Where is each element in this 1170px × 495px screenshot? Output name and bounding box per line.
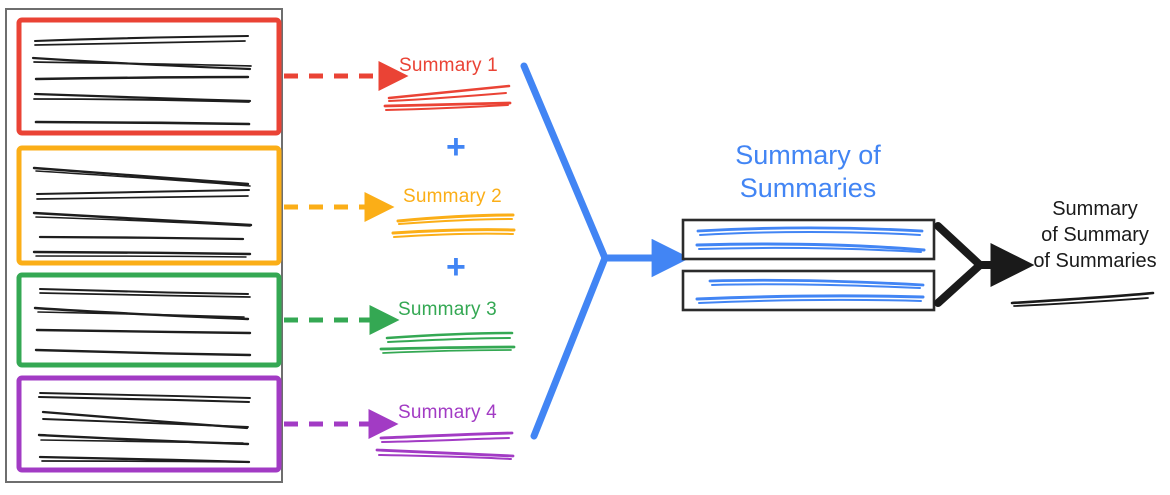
arrow-sos-to-final (934, 222, 1035, 307)
plus-operator-2: + (446, 248, 466, 286)
sos-box-1-scribble (695, 226, 926, 253)
chunk-box-4[interactable] (16, 375, 282, 473)
sos-box-2-scribble (695, 278, 925, 304)
sos-box-2[interactable] (681, 269, 936, 312)
final-title-line-1: Summary (1052, 198, 1138, 220)
final-summary-title: Summary of Summary of Summaries (1000, 196, 1170, 274)
chunk-box-1[interactable] (16, 17, 282, 136)
summary-2-label: Summary 2 (403, 186, 502, 207)
arrow-summaries-to-sos (520, 62, 691, 440)
sos-box-1[interactable] (681, 218, 936, 261)
summary-3-label: Summary 3 (398, 299, 497, 320)
chunk-1-text-scribble (31, 34, 252, 126)
chunk-2-text-scribble (32, 166, 253, 258)
summary-4-scribble (375, 431, 515, 460)
chunk-3-text-scribble (33, 287, 252, 357)
plus-operator-1: + (446, 128, 466, 166)
summary-1-label: Summary 1 (399, 55, 498, 76)
summary-of-summaries-title: Summary of Summaries (678, 139, 938, 205)
summary-4-label: Summary 4 (398, 402, 497, 423)
chunk-box-3[interactable] (16, 272, 282, 368)
final-title-line-2: of Summary (1041, 224, 1149, 246)
summary-1-scribble (383, 84, 512, 111)
summary-3-scribble (379, 331, 516, 354)
corpus-outer-frame (5, 8, 283, 483)
sos-title-line-2: Summaries (739, 173, 877, 203)
final-summary-scribble (1010, 291, 1155, 307)
chunk-box-2[interactable] (16, 145, 282, 266)
summary-2-scribble (391, 213, 516, 238)
final-title-line-3: of Summaries (1033, 250, 1157, 272)
sos-title-line-1: Summary of (735, 140, 881, 170)
chunk-4-text-scribble (37, 392, 251, 464)
